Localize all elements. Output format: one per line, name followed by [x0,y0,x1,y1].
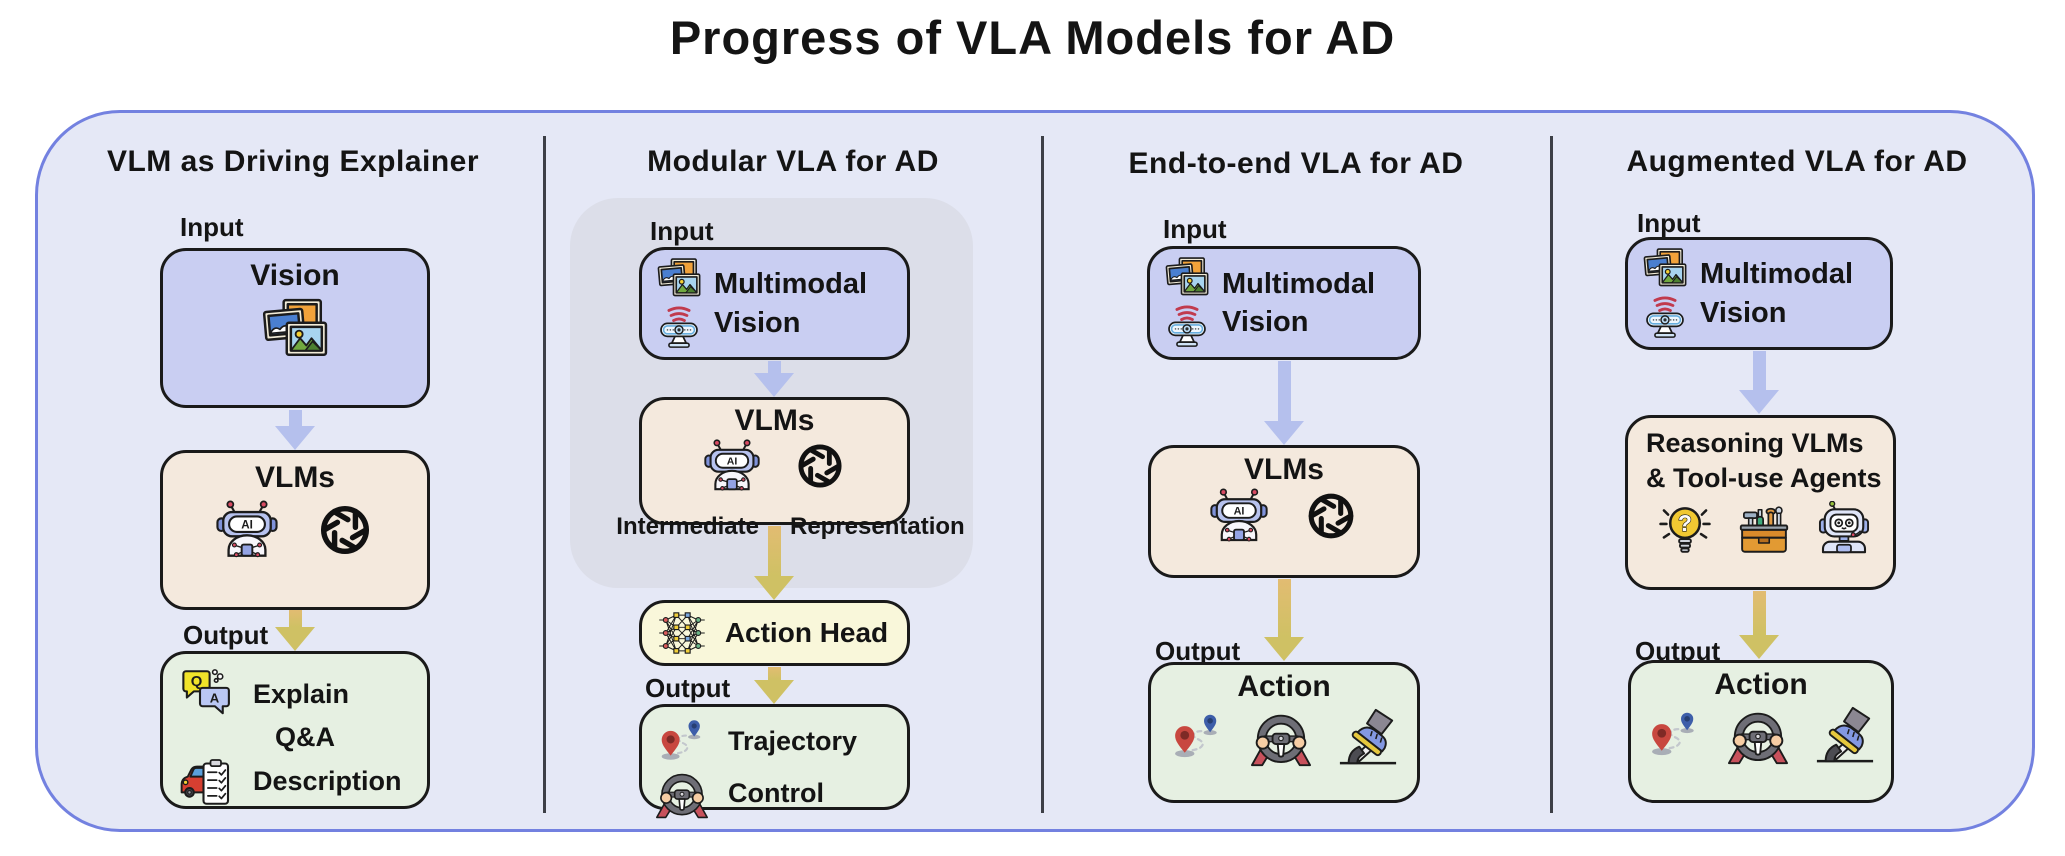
photos-icon [1642,247,1688,291]
photos-icon [1164,256,1210,300]
toolbox-icon [1736,501,1792,557]
openai-logo-icon [1304,489,1358,543]
trajectory-pins-icon [1169,709,1225,765]
output-item-control: Control [728,777,824,808]
vlms-model-box: VLMs [160,450,430,610]
lidar-camera-icon [656,303,702,351]
action-box-title: Action [1237,670,1331,703]
vision-line: Vision [1222,306,1309,338]
multimodal-line: Multimodal [1700,258,1854,291]
steering-wheel-icon [1728,705,1788,765]
modular-output-box: Trajectory Control [639,704,910,810]
diagram-container: VLM as Driving Explainer Input Vision VL… [35,110,2035,832]
arrow-down-icon [1264,361,1304,445]
pedal-foot-icon [1814,704,1876,766]
output-item-explain: Explain [253,678,350,709]
input-label: Input [180,212,244,242]
multimodal-vision-input-box: Multimodal Vision [1625,237,1893,350]
explainer-output-box: Explain Q&A Description [160,651,430,809]
arrow-down-icon [754,361,794,397]
page-title: Progress of VLA Models for AD [669,11,1396,64]
vision-box-title: Vision [250,259,340,292]
input-label: Input [1637,208,1701,238]
multimodal-vision-input-box: Multimodal Vision [1147,246,1421,360]
multimodal-vision-input-box: Multimodal Vision [639,247,910,360]
steering-wheel-icon [656,767,708,819]
reasoning-agents-box: Reasoning VLMs & Tool-use Agents [1625,415,1896,590]
input-label: Input [1163,214,1227,244]
column-divider-3 [1550,136,1553,813]
column-header-end-to-end-vla: End-to-end VLA for AD [1128,147,1464,180]
vision-line: Vision [714,306,801,339]
column-header-modular-vla: Modular VLA for AD [647,145,939,178]
output-item-trajectory: Trajectory [728,725,858,756]
output-label: Output [1155,636,1241,666]
intermediate-label: Intermediate [616,513,759,540]
vision-line: Vision [1700,296,1787,329]
multimodal-line: Multimodal [1222,267,1376,300]
output-item-description: Description [253,765,402,796]
vlms-box-title: VLMs [734,404,815,437]
vision-input-box: Vision [160,248,430,408]
arrow-down-icon [1264,579,1304,661]
robot-head-icon [1816,501,1872,557]
action-head-box: Action Head [639,600,910,666]
photos-icon [262,297,328,363]
steering-wheel-icon [1251,707,1311,767]
vlms-box-title: VLMs [254,461,335,494]
lightbulb-question-icon [1658,502,1712,556]
arrow-down-icon [1739,591,1779,659]
arrow-down-icon [275,410,315,450]
column-divider-2 [1041,136,1044,813]
action-box-title: Action [1714,668,1808,701]
output-label: Output [645,673,731,703]
representation-label: Representation [790,513,965,540]
arrow-down-icon [754,667,794,704]
output-label: Output [183,620,269,650]
tool-use-agents-line: & Tool-use Agents [1646,463,1882,494]
reasoning-vlms-line: Reasoning VLMs [1646,428,1864,458]
openai-logo-icon [316,501,374,559]
arrow-down-icon [754,526,794,600]
vlms-model-box: VLMs [639,397,910,525]
ai-robot-icon [216,499,278,561]
qa-bubbles-icon [179,666,235,722]
action-output-box: Action [1148,662,1420,803]
action-head-label: Action Head [724,617,889,648]
openai-logo-icon [794,440,846,492]
arrow-down-icon [1739,351,1779,414]
column-header-vlm-explainer: VLM as Driving Explainer [106,145,480,178]
arrow-down-icon [275,610,315,651]
column-header-augmented-vla: Augmented VLA for AD [1626,145,1968,178]
neural-network-icon [656,607,708,659]
output-item-qa: Q&A [275,722,335,752]
vlms-model-box: VLMs [1148,445,1420,578]
pedal-foot-icon [1337,706,1399,768]
trajectory-pins-icon [656,715,708,767]
multimodal-line: Multimodal [714,268,868,301]
photos-icon [656,257,702,301]
column-divider-1 [543,136,546,813]
action-output-box: Action [1628,660,1894,803]
trajectory-pins-icon [1646,707,1702,763]
ai-robot-icon [1210,487,1268,545]
input-label: Input [650,216,714,246]
vlms-box-title: VLMs [1243,453,1324,486]
ai-robot-icon [704,438,760,494]
lidar-camera-icon [1164,302,1210,350]
lidar-camera-icon [1642,293,1688,341]
car-checklist-icon [179,753,235,809]
